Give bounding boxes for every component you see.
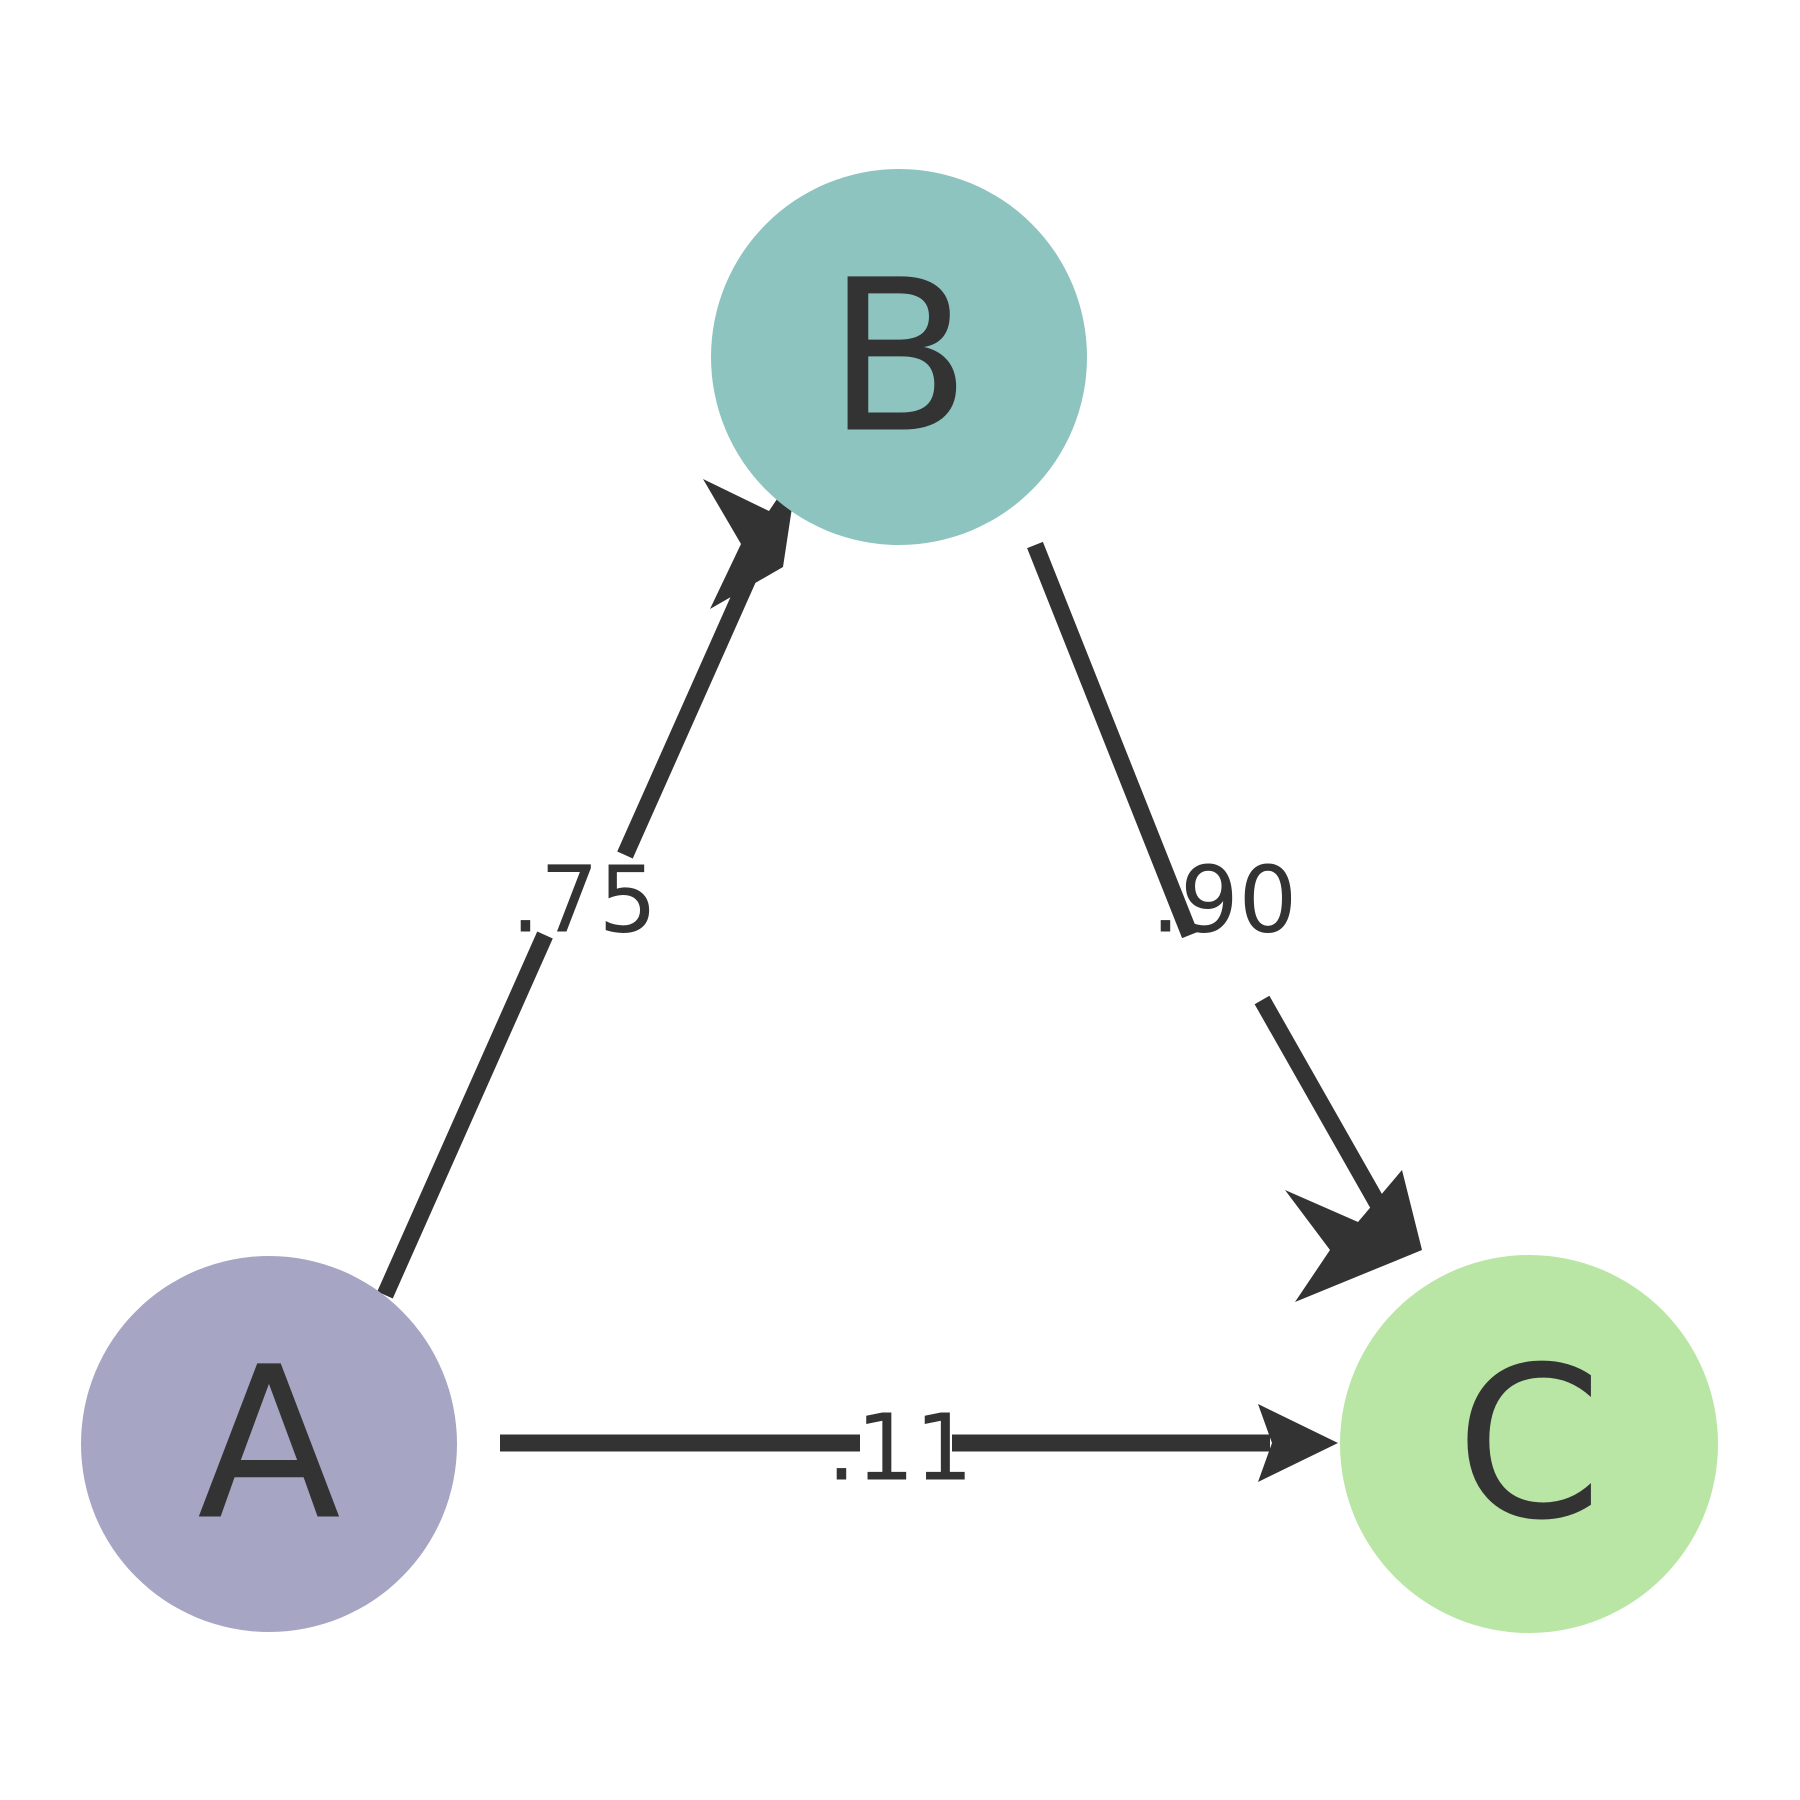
edge-label-a-to-b: .75 bbox=[511, 847, 657, 954]
node-a-label: A bbox=[197, 1322, 341, 1567]
node-c-circle[interactable] bbox=[1340, 1255, 1718, 1633]
edge-a-to-c-arrowhead bbox=[1258, 1404, 1338, 1482]
edge-b-to-c-segment-lower bbox=[1254, 995, 1404, 1241]
edge-b-to-c-arrowhead bbox=[1285, 1170, 1422, 1302]
edge-layer bbox=[377, 468, 1422, 1482]
edge-a-to-b-segment-lower bbox=[377, 931, 553, 1299]
edge-a-to-b-segment-upper bbox=[617, 541, 771, 859]
node-a-circle[interactable] bbox=[81, 1256, 457, 1632]
edge-label-layer: .75 .90 .11 bbox=[511, 847, 1297, 1502]
edge-b-to-c-segment-upper bbox=[1027, 541, 1198, 939]
node-layer: A B C bbox=[81, 169, 1718, 1633]
node-b-circle[interactable] bbox=[711, 169, 1087, 545]
node-c[interactable]: C bbox=[1340, 1255, 1718, 1633]
node-a[interactable]: A bbox=[81, 1256, 457, 1632]
edge-label-a-to-c: .11 bbox=[827, 1395, 973, 1502]
edge-a-to-b[interactable] bbox=[377, 468, 798, 1299]
edge-b-to-c[interactable] bbox=[1027, 541, 1422, 1302]
edge-label-b-to-c: .90 bbox=[1151, 847, 1297, 954]
edge-a-to-c[interactable] bbox=[500, 1404, 1338, 1482]
edge-a-to-b-arrowhead bbox=[703, 468, 798, 609]
node-b[interactable]: B bbox=[711, 169, 1087, 545]
node-c-label: C bbox=[1456, 1322, 1603, 1567]
node-b-label: B bbox=[827, 235, 971, 480]
